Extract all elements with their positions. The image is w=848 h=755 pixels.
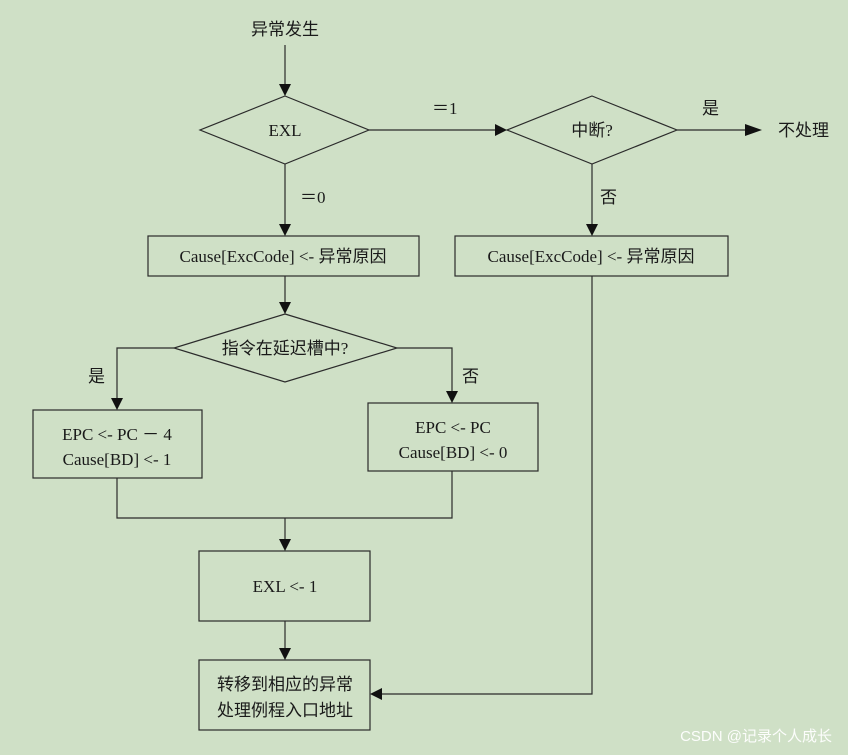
exl-eq1-label: ＝1	[432, 99, 458, 118]
cause-box-left	[147, 235, 420, 277]
connector-delayslot-no	[397, 347, 453, 391]
exl-set-label: EXL <- 1	[253, 577, 318, 596]
interrupt-decision-label: 中断?	[571, 121, 613, 140]
epc-no-line2: Cause[BD] <- 0	[399, 443, 508, 462]
arrowhead	[495, 124, 507, 136]
delay-slot-no-label: 否	[462, 367, 479, 386]
jump-line1: 转移到相应的异常	[217, 675, 353, 694]
arrowhead	[279, 224, 291, 236]
arrowhead	[279, 302, 291, 314]
arrowhead	[586, 224, 598, 236]
jump-line2: 处理例程入口地址	[217, 701, 353, 720]
exl-eq0-label: ＝0	[300, 188, 326, 207]
exl-decision-label: EXL	[268, 121, 301, 140]
connector-delayslot-yes	[116, 347, 174, 398]
arrowhead	[111, 398, 123, 410]
cause-left-label: Cause[ExcCode] <- 异常原因	[180, 247, 387, 266]
no-handle-label: 不处理	[778, 121, 829, 140]
epc-box-not-in-slot	[367, 402, 539, 472]
arrowhead	[279, 539, 291, 551]
arrowhead	[279, 84, 291, 96]
arrowhead	[370, 688, 382, 700]
arrowhead	[279, 648, 291, 660]
delay-slot-yes-label: 是	[88, 367, 105, 386]
interrupt-no-label: 否	[600, 188, 617, 207]
epc-yes-line2: Cause[BD] <- 1	[63, 450, 172, 469]
connector-cause-right-jump	[382, 276, 593, 695]
epc-no-line1: EPC <- PC	[415, 418, 491, 437]
arrowhead	[446, 391, 458, 403]
epc-yes-line1: EPC <- PC － 4	[62, 425, 172, 444]
cause-right-label: Cause[ExcCode] <- 异常原因	[488, 247, 695, 266]
watermark: CSDN @记录个人成长	[680, 728, 832, 745]
jump-handler-box	[198, 659, 371, 731]
start-label: 异常发生	[251, 20, 319, 39]
delay-slot-label: 指令在延迟槽中?	[222, 339, 349, 358]
delay-slot-decision	[171, 313, 400, 383]
interrupt-yes-label: 是	[702, 99, 719, 118]
arrowhead	[745, 124, 762, 136]
